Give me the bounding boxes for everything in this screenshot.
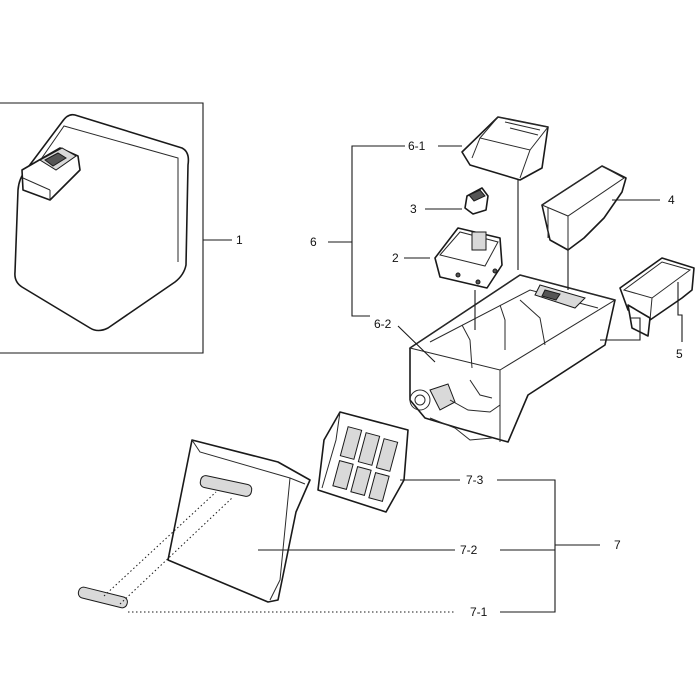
part-3-cap xyxy=(425,187,489,215)
part-6-1-tray xyxy=(438,116,549,181)
part-7-1-handle xyxy=(77,491,455,613)
part-5-bin xyxy=(619,257,695,342)
part-2-cup xyxy=(404,227,503,289)
label-2: 2 xyxy=(392,251,399,265)
label-4: 4 xyxy=(668,193,675,207)
part-6-bracket xyxy=(328,145,436,363)
label-6: 6 xyxy=(310,235,317,249)
label-7-1: 7-1 xyxy=(470,605,488,619)
label-7-3: 7-3 xyxy=(466,473,484,487)
label-7-2: 7-2 xyxy=(460,543,478,557)
part-1-bracket xyxy=(0,102,204,354)
label-5: 5 xyxy=(676,347,683,361)
part-7-bracket xyxy=(497,479,600,613)
label-6-2: 6-2 xyxy=(374,317,392,331)
part-6-2-housing xyxy=(408,180,641,443)
label-3: 3 xyxy=(410,202,417,216)
label-1: 1 xyxy=(236,233,243,247)
label-6-1: 6-1 xyxy=(408,139,426,153)
part-7-3-grille xyxy=(317,411,460,513)
part-7-2-cover xyxy=(167,439,455,603)
part-1-door-panel xyxy=(0,102,232,354)
label-7: 7 xyxy=(614,538,621,552)
part-4-bin xyxy=(540,165,660,251)
